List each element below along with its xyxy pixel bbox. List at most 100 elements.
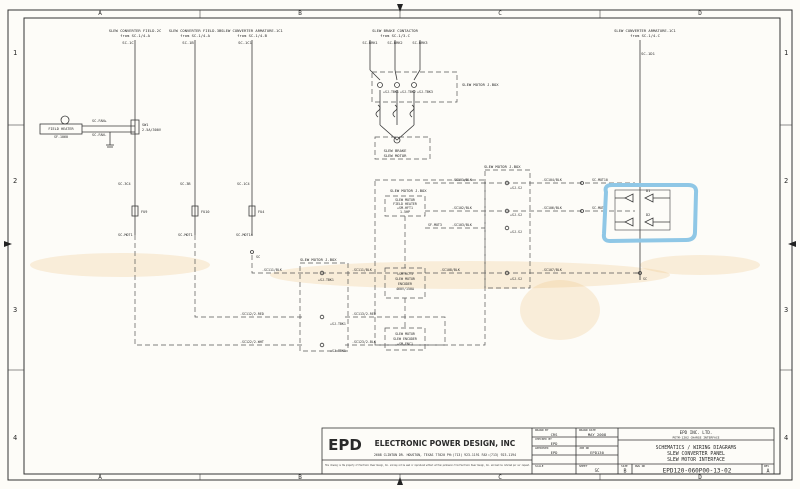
wire-label-12: -SC123/2-BLK [352, 340, 376, 344]
header-field-a-2: from SC-1/4-A [120, 33, 150, 38]
stain-mark [520, 280, 600, 340]
fuse-fu4-icon [248, 205, 256, 217]
fan-minus-label: SC-FAN- [92, 133, 107, 137]
diode-bridge: D1 D2 [601, 183, 699, 244]
arrow-right [788, 241, 796, 247]
stain-mark [640, 255, 760, 275]
header-field-b-tag: SC-1B [182, 40, 194, 45]
wire-label-11: -SC122/2-WHT [240, 340, 264, 344]
right-jbox-title: SLEW MOTOR J-BOX [484, 164, 521, 169]
vert-c-label: SC-1C4 [237, 182, 250, 186]
term-sm-3: +SJ-TBK1 [330, 349, 346, 353]
owner-sub: PETM-1202 CHARGE INTERFACE [673, 436, 720, 440]
header-arm-d-1: SLEW CONVERTER ARMATURE-1C1 [614, 28, 676, 33]
owner-name: EPD INC. LTD. [680, 430, 713, 435]
row-label-4: 4 [13, 434, 17, 442]
column-markers: A B C D A B C D [98, 4, 702, 485]
wire-label-5: -SC106/BLK [542, 206, 562, 210]
brake-jbox-label: SLEW MOTOR J-BOX [462, 82, 499, 87]
ownership-notice: This drawing is the property of Electron… [325, 464, 530, 467]
row-label-1: 1 [13, 49, 17, 57]
header-field-a-1: SLEW CONVERTER FIELD-2C [109, 28, 162, 33]
drawn-by-value: CRS [551, 432, 559, 437]
stain-mark [30, 253, 210, 277]
fan-plus-label: SC-FAN+ [92, 119, 107, 123]
header-arm-a-2: from SC-1/4-B [237, 33, 267, 38]
term-sm-1: +SJ-TBK1 [318, 278, 334, 282]
fuse-fu9-icon [131, 205, 139, 217]
highlight-annotation [601, 183, 699, 244]
approved-label: APPROVED [535, 446, 549, 450]
tbk-1: +SJ-TBK1 [383, 90, 399, 94]
heater-rating: 2.5A/300V [142, 128, 162, 132]
size-value: B [623, 469, 626, 475]
header-field-b-1: SLEW CONVERTER FIELD-3B [169, 28, 222, 33]
row-label-2: 2 [13, 177, 17, 185]
header-arm-a-1: SLEW CONVERTER ARMATURE-1C1 [221, 28, 283, 33]
scale-label: SCALE [535, 464, 544, 468]
drawing-title-3: SLEW MOTOR INTERFACE [667, 457, 725, 463]
wire-label-2: -SC102/BLK [452, 206, 472, 210]
mot-b-label: SC-MOT1 [178, 233, 193, 237]
vert-b-label: SC-3B [180, 182, 191, 186]
sheet-label: SHEET [579, 464, 588, 468]
wire-label-10: -SC113/2-RED [352, 312, 376, 316]
logo-text: EPD [328, 436, 362, 454]
col-label-b: B [298, 10, 302, 17]
motor-enc-3: +SM-ENC1 [397, 342, 413, 346]
term-sj-3: +SJ-SJ [510, 230, 522, 234]
wire-label-13: SC-MOT10 [592, 178, 608, 182]
wire-label-1: -SC101/BLK [452, 178, 472, 182]
diode-d2-label: D2 [646, 213, 650, 217]
brake-box-label: SLEW BRAKE [384, 148, 408, 153]
horizontal-wires: -SC101/BLK -SC102/BLK -SC103/BLK -SC104/… [240, 178, 647, 344]
company-name: ELECTRONIC POWER DESIGN, INC [375, 439, 516, 448]
wire-label-16: -SC111/BLK [262, 268, 282, 272]
header-arm-d-tag: SC-1D1 [641, 51, 655, 56]
drawn-by-label: DRAWN BY [535, 428, 549, 432]
motor-jbox: SLEW MOTOR J-BOX SLEW MOTOR FIELD HEATER… [374, 179, 486, 351]
wire-label-6: -SC107/BLK [542, 268, 562, 272]
motor-field-3: +SM-HFT1 [397, 206, 413, 210]
outer-frame [7, 9, 793, 481]
stain-mark [270, 261, 670, 289]
term-sj-4: +SJ-SJ [510, 277, 522, 281]
fuse-fu4-label: FU4 [258, 210, 264, 214]
motor-slew-1: +SM-HCT1 [397, 272, 413, 276]
field-heater-label: FIELD HEATER [48, 127, 74, 131]
row-label-2-right: 2 [784, 177, 788, 185]
drawing-title-2: SLEW CONVERTER PANEL [667, 451, 725, 457]
job-value: EPD130 [590, 450, 604, 455]
arrow-top [397, 4, 403, 12]
field-heater-tag: SF-1060 [54, 135, 68, 139]
fuse-fu10-icon [191, 205, 199, 217]
date-label: DRAWN DATE [579, 428, 596, 432]
approved-value: EPD [551, 450, 559, 455]
source-headers: SLEW CONVERTER FIELD-2C from SC-1/4-A SC… [109, 28, 677, 56]
rev-value: A [766, 469, 769, 475]
fuse-fu10-label: FU10 [201, 210, 209, 214]
mot-c-label: SC-MOT1A [236, 233, 254, 237]
title-block: EPD ELECTRONIC POWER DESIGN, INC 2608 CL… [321, 427, 775, 475]
col-label-a-bottom: A [98, 474, 102, 481]
tbk-2: +SJ-TBK2 [400, 90, 416, 94]
date-value: MAY 2008 [588, 432, 607, 437]
wire-label-4: -SC104/BLK [542, 178, 562, 182]
vertical-wires [134, 40, 641, 280]
col-label-a: A [98, 10, 102, 17]
motor-field-1: SLEW MOTOR [395, 198, 415, 202]
header-brake-2: from SC-1/3-C [380, 33, 410, 38]
mot-a-label: SC-MOT1 [118, 233, 133, 237]
motor-slew-2: SLEW MOTOR [395, 277, 415, 281]
col-label-d: D [698, 10, 702, 17]
motor-enc-1: SLEW MOTOR [395, 332, 415, 336]
header-arm-d-2: from SC-1/4-C [630, 33, 660, 38]
wire-label-15: SF-MOT3 [428, 223, 442, 227]
fuse-fu9-label: FU9 [141, 210, 147, 214]
company-address: 2608 CLINTON DR. HOUSTON, TEXAS 77020 PH… [374, 453, 516, 457]
row-markers: 1 2 3 4 1 2 3 4 [4, 49, 796, 442]
sc-label: SC [256, 255, 260, 259]
inner-frame [23, 17, 781, 475]
drawing-title-1: SCHEMATICS / WIRING DIAGRAMS [656, 445, 737, 451]
